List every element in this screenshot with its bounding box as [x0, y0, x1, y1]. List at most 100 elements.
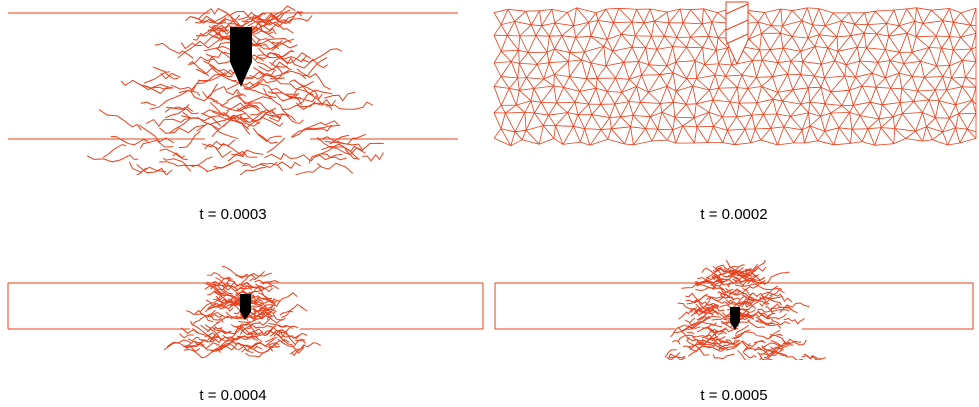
mesh-edge	[942, 8, 950, 21]
mesh-edge	[859, 101, 871, 116]
crack-line	[318, 136, 340, 143]
mesh-edge	[553, 74, 564, 88]
mesh-edge	[833, 127, 840, 145]
mesh-edge	[955, 113, 959, 128]
mesh-edge	[913, 101, 923, 113]
mesh-edge	[704, 64, 716, 76]
mesh-edge	[952, 22, 961, 38]
mesh-edge	[809, 86, 822, 103]
mesh-edge	[792, 89, 802, 105]
crack-line	[250, 16, 267, 24]
mesh-edge	[673, 101, 687, 105]
mesh-edge	[900, 101, 914, 103]
mesh-edge	[577, 103, 589, 116]
mesh-edge	[885, 60, 891, 79]
mesh-edge	[708, 35, 719, 39]
mesh-edge	[584, 128, 591, 146]
mesh-edge	[941, 47, 950, 66]
crack-line	[291, 344, 305, 357]
mesh-edge	[712, 99, 731, 103]
crack-line	[251, 113, 280, 122]
mesh-edge	[915, 23, 924, 37]
mesh-edge	[493, 105, 502, 114]
mesh-edge	[621, 92, 630, 102]
mesh-edge	[808, 112, 821, 117]
mesh-edge	[628, 79, 637, 87]
mesh-edge	[514, 21, 521, 37]
crack-line	[169, 118, 191, 134]
crack-line	[222, 334, 235, 340]
crack-line	[238, 318, 258, 324]
mesh-edge	[568, 59, 582, 62]
mesh-edge	[675, 47, 687, 63]
mesh-edge	[881, 88, 892, 105]
mesh-edge	[524, 112, 527, 131]
crack-line	[198, 73, 233, 83]
mesh-edge	[666, 61, 677, 67]
crack-line	[210, 314, 231, 319]
mesh-edge	[621, 86, 637, 93]
mesh-edge	[764, 8, 781, 13]
mesh-edge	[636, 86, 641, 103]
fracture-simulation-p1	[8, 5, 458, 175]
crack-line	[717, 327, 739, 335]
mesh-edge	[514, 112, 526, 132]
mesh-edge	[917, 90, 930, 101]
crack-line	[268, 343, 278, 348]
mesh-edge	[841, 12, 850, 22]
crack-line	[254, 327, 274, 336]
mesh-edge	[711, 21, 719, 38]
mesh-edge	[505, 104, 517, 114]
crack-line	[159, 161, 192, 172]
mesh-edge	[737, 87, 740, 104]
mesh-edge	[648, 74, 661, 93]
crack-line	[207, 290, 222, 297]
crack-line	[226, 81, 277, 98]
crack-line	[231, 150, 258, 158]
mesh-edge	[906, 21, 916, 34]
mesh-edge	[546, 48, 555, 53]
crack-line	[199, 17, 227, 25]
crack-line	[291, 342, 322, 350]
mesh-edge	[676, 37, 687, 48]
mesh-edge	[905, 138, 923, 142]
mesh-edge	[741, 74, 757, 78]
mesh-edge	[827, 47, 839, 52]
crack-line	[234, 322, 257, 335]
mesh-edge	[857, 46, 867, 49]
mesh-edge	[941, 36, 950, 49]
crack-line	[717, 291, 735, 301]
crack-line	[776, 335, 794, 346]
mesh-edge	[771, 25, 781, 34]
crack-line	[273, 292, 298, 308]
mesh-edge	[649, 8, 655, 22]
mesh-edge	[870, 87, 877, 103]
crack-line	[201, 139, 236, 148]
mesh-edge	[930, 9, 944, 21]
crack-line	[279, 310, 294, 316]
crack-line	[268, 113, 304, 125]
mesh-edge	[780, 25, 783, 34]
mesh-edge	[539, 10, 542, 26]
crack-line	[720, 288, 741, 299]
crack-line	[210, 284, 239, 291]
crack-line	[324, 134, 350, 143]
mesh-edge	[493, 61, 512, 64]
crack-line	[187, 60, 210, 77]
mesh-edge	[651, 129, 659, 142]
crack-line	[187, 336, 200, 342]
crack-line	[258, 317, 271, 326]
mesh-edge	[965, 61, 977, 78]
mesh-edge	[576, 7, 590, 23]
mesh-edge	[613, 22, 622, 35]
crack-line	[248, 304, 275, 310]
mesh-edge	[540, 85, 555, 103]
mesh-edge	[590, 35, 608, 40]
crack-line	[271, 50, 295, 66]
crack-line	[196, 67, 237, 82]
mesh-edge	[783, 126, 795, 144]
mesh-edge	[607, 128, 612, 140]
mesh-edge	[696, 99, 714, 105]
mesh-edge	[712, 99, 723, 118]
mesh-edge	[809, 101, 825, 105]
